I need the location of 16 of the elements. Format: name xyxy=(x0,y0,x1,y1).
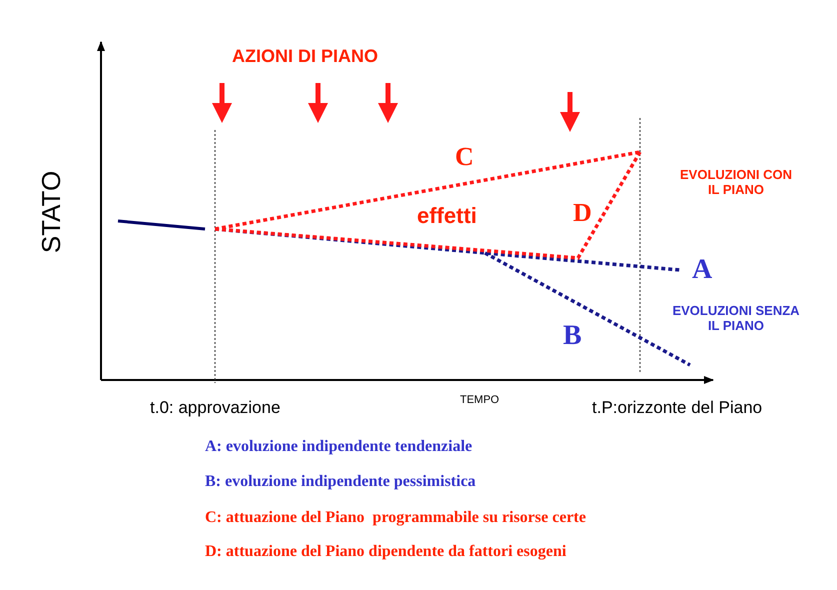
axis-label: TEMPO xyxy=(460,394,500,407)
curve-label: B xyxy=(563,320,582,352)
axis-tick-label: t.P:orizzonte del Piano xyxy=(592,398,762,418)
legend-text: B: evoluzione indipendente pessimistica xyxy=(205,473,476,492)
curve-label: D xyxy=(573,198,592,228)
axis-label: STATO xyxy=(37,170,67,254)
axis-tick-label: t.0: approvazione xyxy=(150,398,280,418)
legend-text: D: attuazione del Piano dipendente da fattori esogeni xyxy=(205,543,566,562)
annotation-text: effetti xyxy=(417,203,477,228)
annotation-text: EVOLUZIONI SENZA IL PIANO xyxy=(671,304,801,334)
curve-label: A xyxy=(692,254,712,286)
legend-text: A: evoluzione indipendente tendenziale xyxy=(205,438,472,456)
curve-label: C xyxy=(455,142,474,172)
legend-text: C: attuazione del Piano programmabile su risorse certe xyxy=(205,509,586,528)
heading: AZIONI DI PIANO xyxy=(232,46,378,67)
annotation-text: EVOLUZIONI CON IL PIANO xyxy=(679,168,793,198)
